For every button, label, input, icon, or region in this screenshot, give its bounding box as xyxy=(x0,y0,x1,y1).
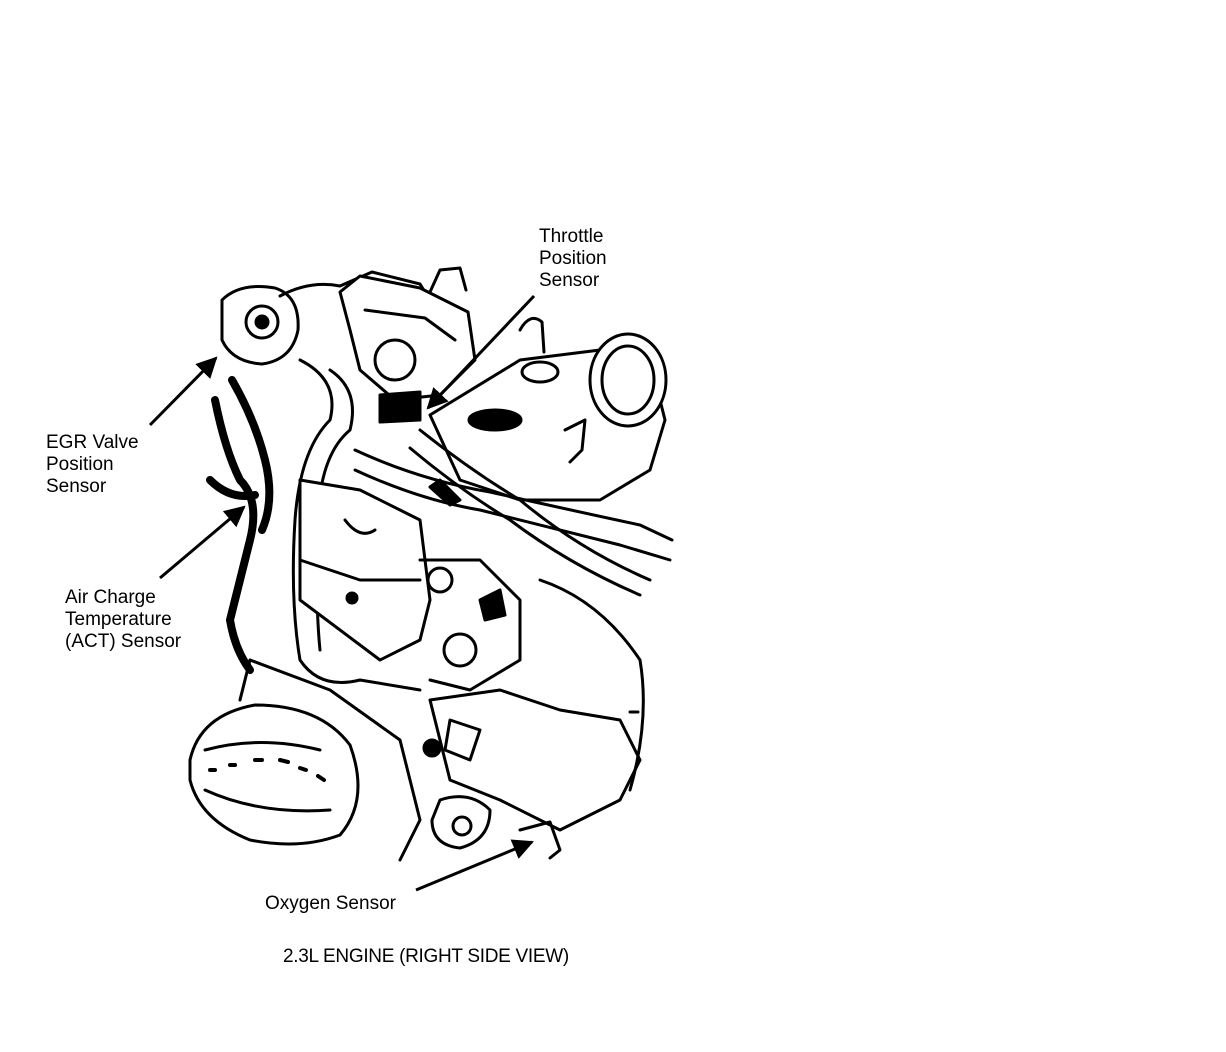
throttle-position-sensor-label: Throttle Position Sensor xyxy=(539,226,607,292)
oxygen-sensor-label: Oxygen Sensor xyxy=(265,893,396,915)
engine-drawing xyxy=(188,266,674,862)
wiring-harness xyxy=(206,376,274,674)
intake-tubes xyxy=(291,358,674,692)
arrow-throttle-position-sensor xyxy=(426,294,536,410)
figure-caption: 2.3L ENGINE (RIGHT SIDE VIEW) xyxy=(283,946,569,967)
lower-block xyxy=(248,578,645,862)
arrow-air-charge-temperature-sensor xyxy=(159,505,246,580)
air-charge-temperature-sensor-line-1: Air Charge xyxy=(65,587,156,608)
engine-block xyxy=(298,478,522,692)
air-charge-temperature-sensor-line-3: (ACT) Sensor xyxy=(65,631,182,652)
egr-valve xyxy=(220,270,432,366)
arrow-egr-valve-position-sensor xyxy=(148,356,218,427)
oxygen-sensor-line-1: Oxygen Sensor xyxy=(265,893,396,914)
valve-cover xyxy=(428,316,668,502)
throttle-position-sensor-line-2: Position xyxy=(539,248,607,269)
egr-valve-position-sensor-line-3: Sensor xyxy=(46,476,107,497)
air-charge-temperature-sensor-label: Air Charge Temperature (ACT) Sensor xyxy=(65,587,181,653)
throttle-position-sensor-line-3: Sensor xyxy=(539,270,600,291)
egr-valve-position-sensor-line-1: EGR Valve xyxy=(46,432,139,453)
arrow-oxygen-sensor xyxy=(415,839,534,892)
egr-valve-position-sensor-label: EGR Valve Position Sensor xyxy=(46,432,139,498)
throttle-position-sensor-line-1: Throttle xyxy=(539,226,604,247)
callout-arrows xyxy=(148,294,536,892)
air-charge-temperature-sensor-line-2: Temperature xyxy=(65,609,172,630)
egr-valve-position-sensor-line-2: Position xyxy=(46,454,114,475)
flywheel xyxy=(188,658,360,846)
